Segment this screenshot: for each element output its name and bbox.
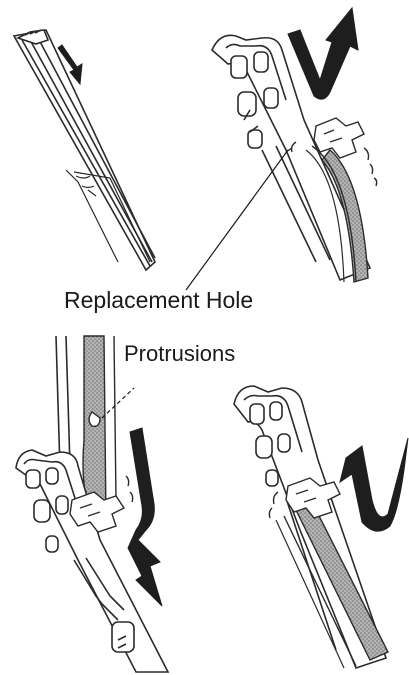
wiper-arm-rail xyxy=(14,30,155,270)
arrow-up-curved-icon xyxy=(288,8,358,99)
panel-step-3 xyxy=(16,336,168,672)
panel-step-4 xyxy=(234,386,408,668)
protrusions-leader-line xyxy=(102,388,134,418)
replacement-hole-label: Replacement Hole xyxy=(64,289,253,312)
arrow-up-curved-icon xyxy=(340,438,408,531)
protrusions-label: Protrusions xyxy=(124,343,235,365)
panel-step-2 xyxy=(212,8,377,282)
leader-line xyxy=(186,150,288,290)
panel-step-1 xyxy=(14,30,155,270)
replacement-hole-callout xyxy=(186,148,292,290)
arrow-down-curved-icon xyxy=(128,428,162,606)
wiper-arm-frame xyxy=(212,35,370,280)
